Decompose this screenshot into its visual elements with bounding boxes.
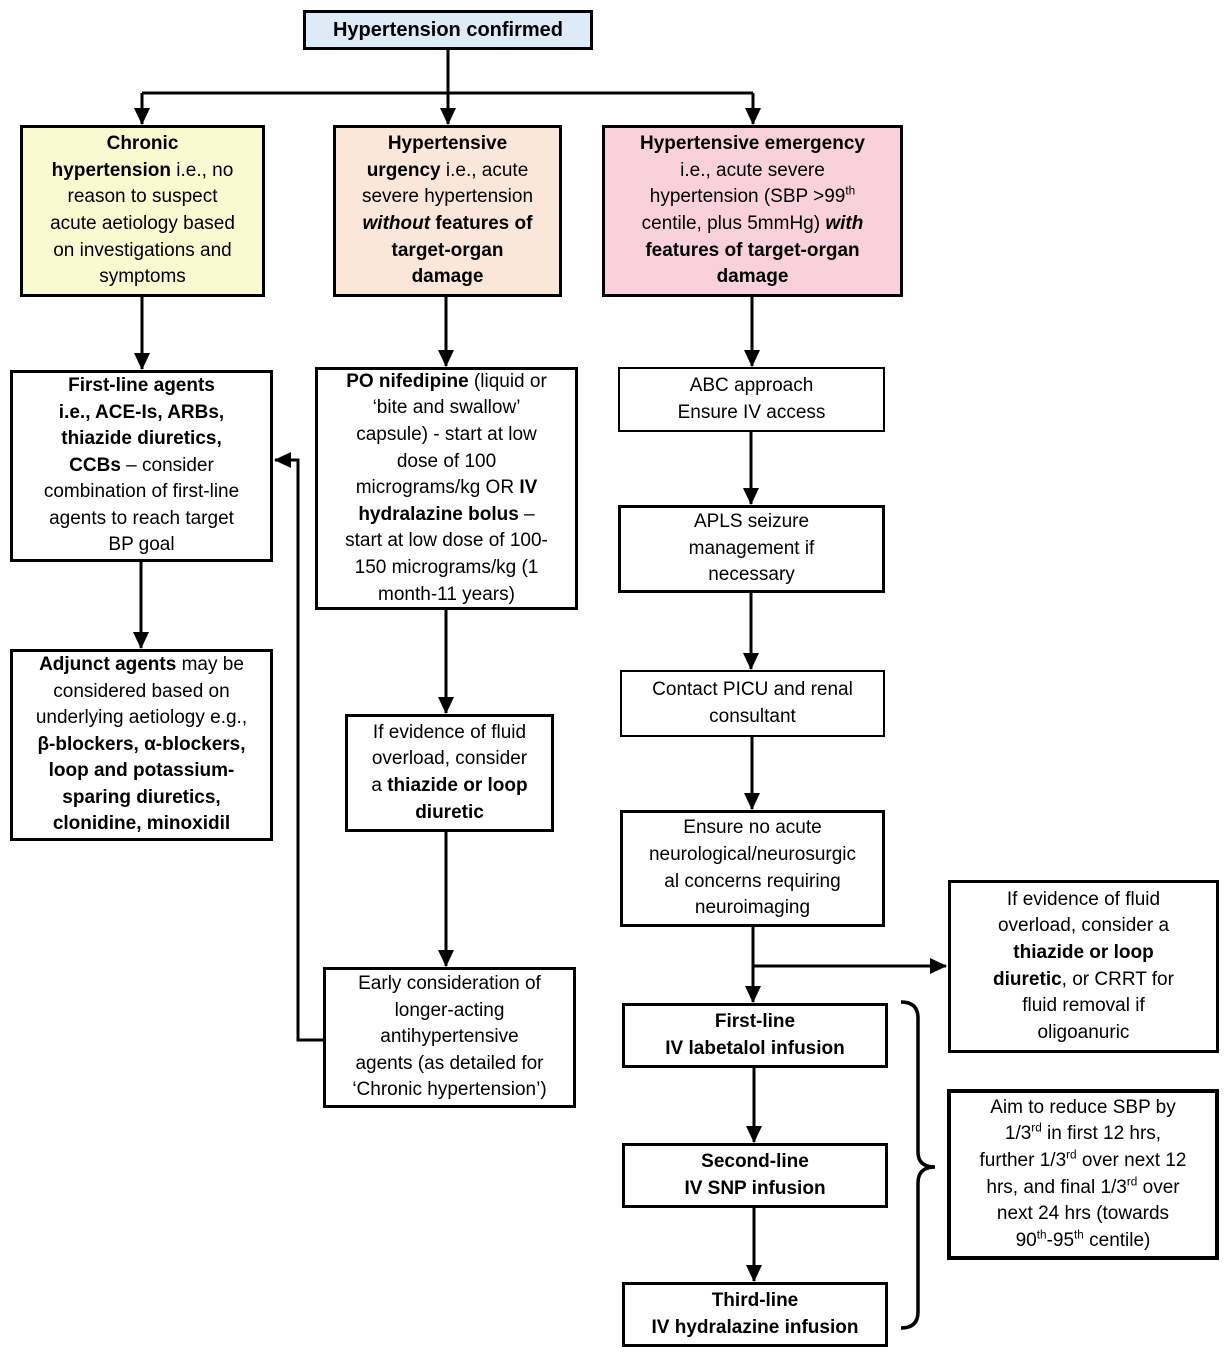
node-third-line-iv-hydralazine-text: Third-line IV hydralazine infusion xyxy=(651,1289,859,1338)
node-apls-seizure-text: APLS seizure management if necessary xyxy=(688,511,815,586)
node-fluid-overload-urgency-text: If evidence of fluid overload, consider … xyxy=(371,721,528,823)
node-hypertension-confirmed-text: Hypertension confirmed xyxy=(332,19,564,41)
node-ensure-no-neuro: Ensure no acute neurological/neurosurgic… xyxy=(620,810,885,927)
node-fluid-overload-emergency-text: If evidence of fluid overload, consider … xyxy=(993,888,1174,1043)
node-abc-approach: ABC approach Ensure IV access xyxy=(618,367,885,432)
node-hypertension-confirmed: Hypertension confirmed xyxy=(303,10,593,50)
node-second-line-iv-snp-text: Second-line IV SNP infusion xyxy=(684,1150,826,1199)
node-first-line-iv-labetalol-text: First-line IV labetalol infusion xyxy=(665,1010,845,1059)
node-sbp-reduction-aim: Aim to reduce SBP by 1/3rd in first 12 h… xyxy=(947,1089,1219,1260)
node-early-consideration-text: Early consideration of longer-acting ant… xyxy=(352,973,547,1101)
node-fluid-overload-emergency: If evidence of fluid overload, consider … xyxy=(948,880,1219,1053)
node-second-line-iv-snp: Second-line IV SNP infusion xyxy=(622,1143,888,1208)
node-first-line-agents-text: First-line agents i.e., ACE-Is, ARBs, th… xyxy=(43,374,240,556)
node-adjunct-agents: Adjunct agents may be considered based o… xyxy=(10,649,273,841)
node-adjunct-agents-text: Adjunct agents may be considered based o… xyxy=(35,653,248,835)
node-po-nifedipine-text: PO nifedipine (liquid or ‘bite and swall… xyxy=(345,370,548,605)
node-hypertensive-urgency: Hypertensive urgency i.e., acute severe … xyxy=(333,125,562,297)
node-apls-seizure: APLS seizure management if necessary xyxy=(618,505,885,593)
node-contact-picu-text: Contact PICU and renal consultant xyxy=(652,678,853,727)
node-abc-approach-text: ABC approach Ensure IV access xyxy=(677,374,826,423)
node-po-nifedipine: PO nifedipine (liquid or ‘bite and swall… xyxy=(315,367,578,610)
node-third-line-iv-hydralazine: Third-line IV hydralazine infusion xyxy=(622,1282,888,1347)
node-ensure-no-neuro-text: Ensure no acute neurological/neurosurgic… xyxy=(648,817,856,919)
brace-infusions xyxy=(900,1000,936,1330)
node-hypertensive-emergency: Hypertensive emergency i.e., acute sever… xyxy=(602,125,903,297)
node-hypertensive-urgency-text: Hypertensive urgency i.e., acute severe … xyxy=(361,133,534,288)
node-early-consideration: Early consideration of longer-acting ant… xyxy=(323,967,576,1108)
node-first-line-iv-labetalol: First-line IV labetalol infusion xyxy=(622,1003,888,1068)
node-hypertensive-emergency-text: Hypertensive emergency i.e., acute sever… xyxy=(640,133,865,288)
node-chronic-hypertension-text: Chronic hypertension i.e., no reason to … xyxy=(50,133,235,288)
node-chronic-hypertension: Chronic hypertension i.e., no reason to … xyxy=(20,125,265,297)
node-fluid-overload-urgency: If evidence of fluid overload, consider … xyxy=(345,714,554,832)
node-contact-picu: Contact PICU and renal consultant xyxy=(620,670,885,737)
node-sbp-reduction-aim-text: Aim to reduce SBP by 1/3rd in first 12 h… xyxy=(979,1096,1187,1251)
node-first-line-agents: First-line agents i.e., ACE-Is, ARBs, th… xyxy=(10,370,273,562)
